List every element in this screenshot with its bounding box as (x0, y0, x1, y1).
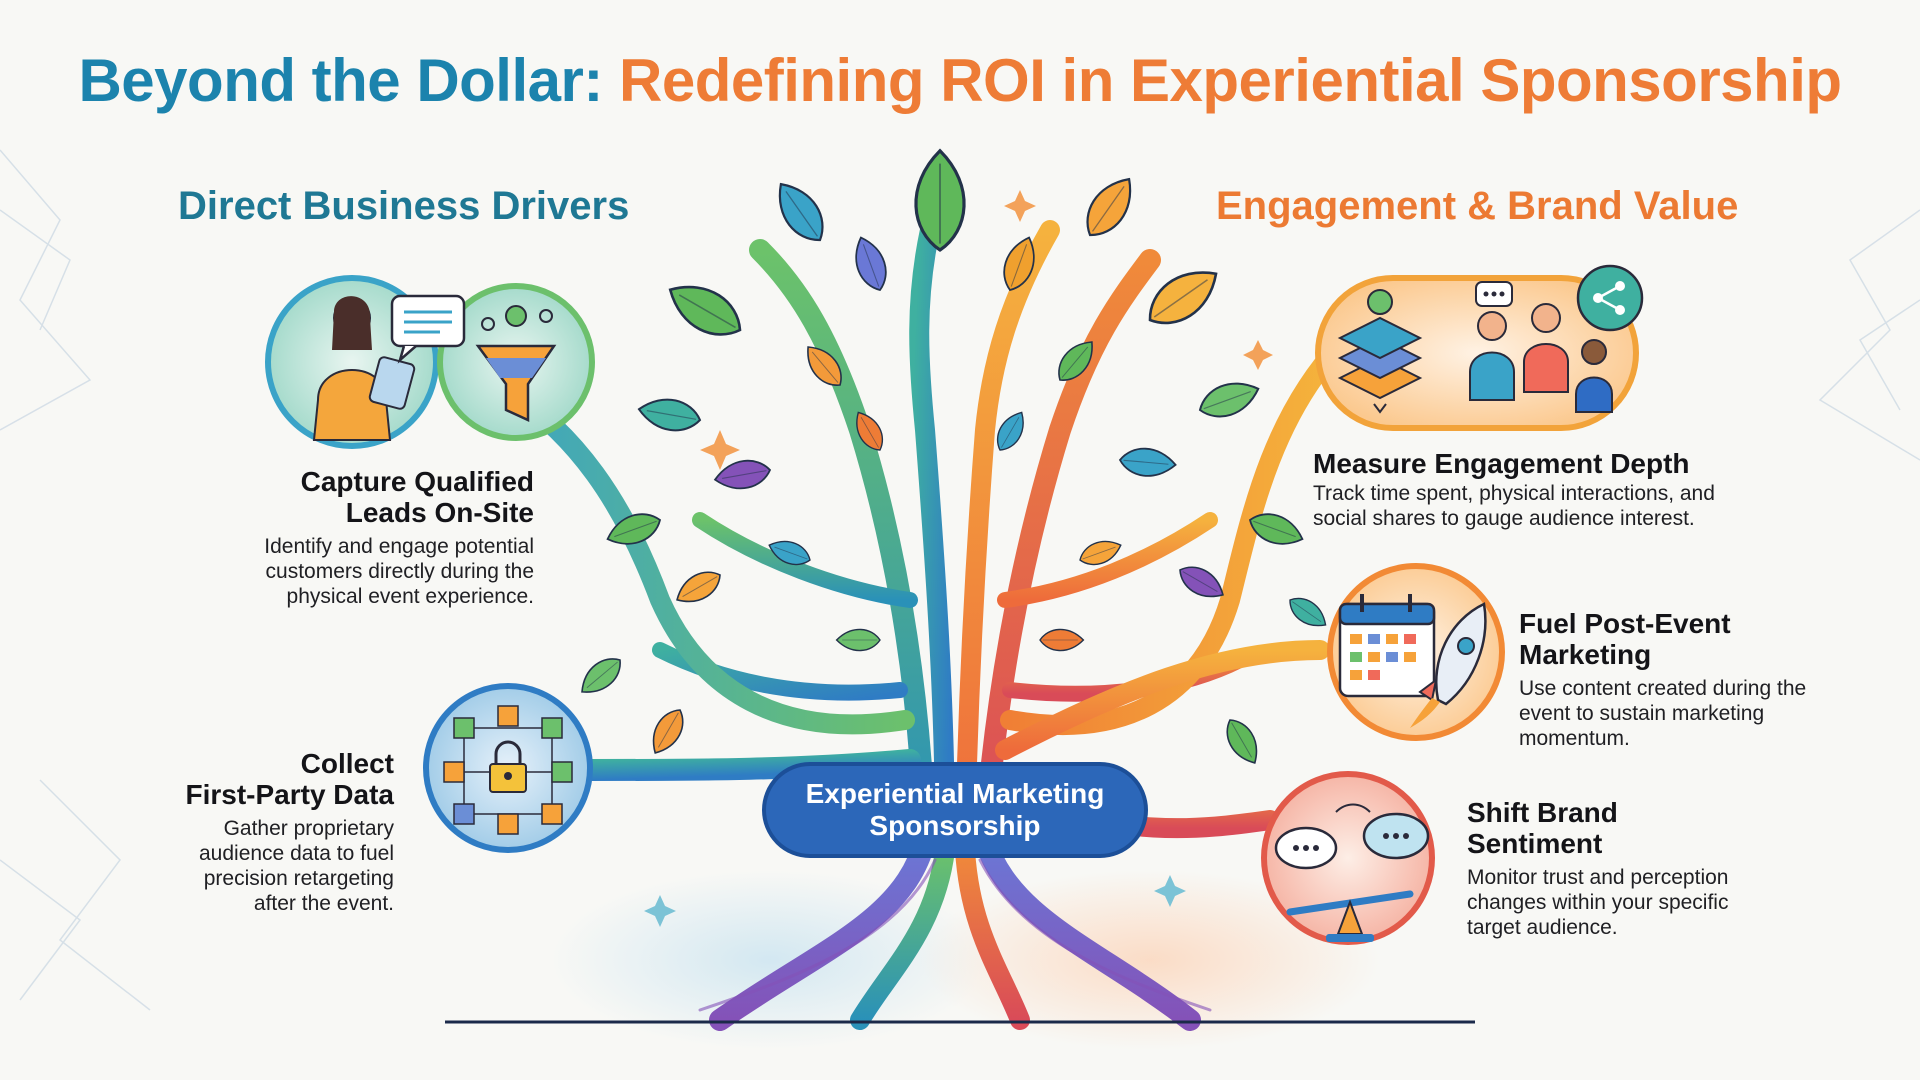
data-desc-line1: Gather proprietary (223, 817, 394, 840)
leaf-vein (1123, 459, 1169, 465)
lead-funnel-icon (475, 305, 557, 422)
leads-title-line1: Capture Qualified (300, 466, 534, 497)
leads-illustration (265, 275, 595, 449)
engagement-description: Track time spent, physical interactions,… (1313, 481, 1833, 531)
sentiment-block: Shift Brand Sentiment Monitor trust and … (1467, 797, 1827, 940)
calendar-icon (1338, 594, 1436, 698)
engagement-block: Measure Engagement Depth Track time spen… (1313, 448, 1833, 531)
engagement-layers-icon (1337, 289, 1423, 414)
leaf-vein (722, 470, 767, 479)
leaf-shape (1248, 513, 1304, 545)
post-event-description: Use content created during the event to … (1519, 676, 1899, 751)
sentiment-title-line1: Shift Brand (1467, 797, 1618, 828)
title-part-orange: Redefining ROI in Experiential Sponsorsh… (619, 47, 1842, 114)
leaf-vein (1091, 185, 1125, 232)
leaf-vein (1010, 244, 1028, 287)
post-event-desc-line3: momentum. (1519, 727, 1630, 750)
leads-title-line2: Leads On-Site (345, 497, 534, 528)
leaf-vein (614, 520, 657, 538)
speech-bubbles-icon (1274, 803, 1430, 870)
sentiment-description: Monitor trust and perception changes wit… (1467, 865, 1827, 940)
post-event-block: Fuel Post-Event Marketing Use content cr… (1519, 608, 1899, 751)
engagement-title: Measure Engagement Depth (1313, 448, 1833, 479)
data-title-line2: First-Party Data (185, 779, 394, 810)
leaf-vein (586, 661, 618, 689)
leaf-vein (1231, 722, 1253, 758)
data-block: Collect First-Party Data Gather propriet… (132, 748, 394, 916)
leaf-vein (1001, 417, 1020, 448)
tree-trunk (460, 220, 1350, 851)
engagement-desc-line2: social shares to gauge audience interest… (1313, 507, 1695, 530)
leads-desc-line1: Identify and engage potential (264, 535, 534, 558)
post-event-illustration (1327, 563, 1505, 741)
engagement-desc-line1: Track time spent, physical interactions,… (1313, 482, 1715, 505)
data-desc-line4: after the event. (253, 892, 394, 915)
center-sponsorship-label: Experiential Marketing Sponsorship (762, 762, 1148, 858)
leads-desc-line2: customers directly during the (265, 560, 534, 583)
leaf-vein (1292, 601, 1322, 623)
sentiment-desc-line1: Monitor trust and perception (1467, 866, 1729, 889)
people-conversation-icon (1469, 281, 1613, 413)
leaf-vein (678, 294, 736, 329)
sparkles (700, 190, 1273, 470)
leads-description: Identify and engage potential customers … (172, 534, 534, 609)
chat-bubble-icon (390, 294, 466, 364)
sentiment-title-line2: Sentiment (1467, 828, 1603, 859)
tree-roots (698, 829, 1212, 1031)
tree-leaves (581, 148, 1327, 764)
leaf-vein (1253, 520, 1296, 538)
person-with-tablet-icon (312, 296, 416, 441)
sentiment-illustration (1261, 771, 1435, 945)
leads-desc-line3: physical event experience. (286, 585, 534, 608)
right-section-heading: Engagement & Brand Value (1216, 184, 1739, 228)
leaf-vein (1203, 390, 1251, 410)
post-event-title: Fuel Post-Event Marketing (1519, 608, 1899, 670)
engagement-title-line1: Measure Engagement Depth (1313, 448, 1690, 479)
leaf-vein (646, 410, 697, 420)
sentiment-title: Shift Brand Sentiment (1467, 797, 1827, 859)
leaf-vein (1082, 546, 1116, 560)
sentiment-desc-line2: changes within your specific (1467, 891, 1729, 914)
page-title: Beyond the Dollar: Redefining ROI in Exp… (0, 46, 1920, 115)
leaf-vein (682, 576, 718, 598)
center-label-line2: Sponsorship (869, 810, 1041, 841)
sentiment-desc-line3: target audience. (1467, 916, 1618, 939)
leaf-vein (657, 712, 679, 748)
balance-scale-icon (1286, 890, 1414, 942)
data-desc-line2: audience data to fuel (199, 842, 394, 865)
leads-title: Capture Qualified Leads On-Site (172, 466, 534, 528)
leaf-shape (1003, 236, 1035, 292)
leaf-shape (855, 236, 887, 292)
title-part-blue: Beyond the Dollar: (78, 47, 603, 114)
engagement-illustration (1315, 264, 1644, 431)
data-network-illustration (423, 683, 593, 853)
leaf-vein (862, 244, 880, 287)
leads-block: Capture Qualified Leads On-Site Identify… (172, 466, 534, 609)
center-label-line1: Experiential Marketing (805, 778, 1105, 809)
post-event-title-line2: Marketing (1519, 639, 1652, 670)
left-section-heading: Direct Business Drivers (178, 184, 630, 228)
data-desc-line3: precision retargeting (203, 867, 394, 890)
leaf-shape (606, 513, 662, 545)
leaf-vein (1153, 279, 1208, 318)
post-event-desc-line1: Use content created during the (1519, 677, 1807, 700)
share-icon (1576, 264, 1644, 332)
leaf-vein (785, 190, 819, 237)
leaf-vein (1061, 346, 1089, 378)
post-event-desc-line2: event to sustain marketing (1519, 702, 1765, 725)
leaf-vein (811, 351, 839, 383)
post-event-title-line1: Fuel Post-Event (1519, 608, 1731, 639)
data-title: Collect First-Party Data (132, 748, 394, 810)
rocket-icon (1410, 602, 1487, 728)
leaf-vein (860, 417, 879, 448)
leaf-vein (1182, 571, 1218, 593)
leaf-vein (774, 546, 808, 560)
data-title-line1: Collect (300, 748, 394, 779)
data-network-lock-icon (443, 705, 573, 835)
data-description: Gather proprietary audience data to fuel… (132, 816, 394, 916)
